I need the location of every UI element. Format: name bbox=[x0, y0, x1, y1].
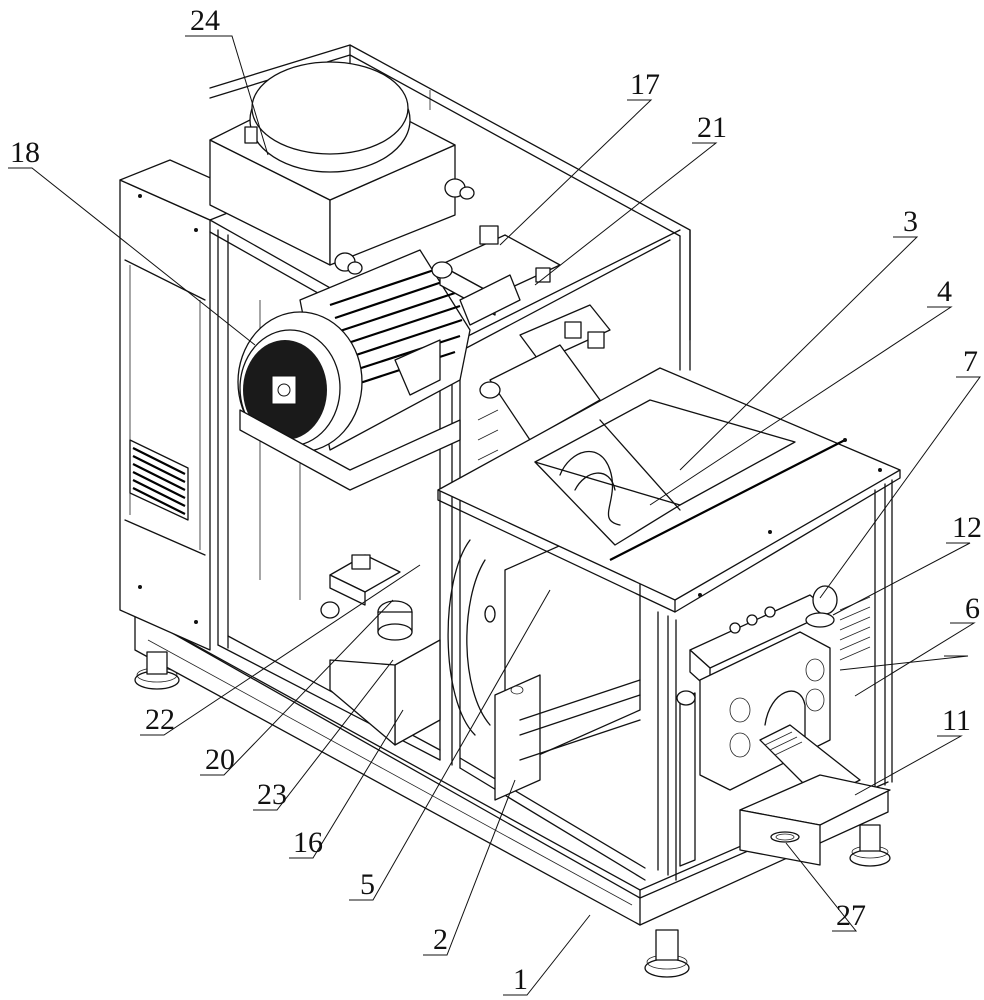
callout-2: 2 bbox=[433, 923, 448, 956]
screw-feeder-icon bbox=[559, 450, 621, 526]
hopper-plate bbox=[437, 367, 901, 613]
callout-7: 7 bbox=[963, 345, 978, 378]
callout-17: 17 bbox=[630, 68, 660, 101]
pump-assembly bbox=[320, 554, 441, 746]
callout-4: 4 bbox=[937, 275, 952, 308]
fitting-icon bbox=[444, 178, 475, 200]
callout-22: 22 bbox=[145, 703, 175, 736]
callout-23: 23 bbox=[257, 778, 287, 811]
callout-11: 11 bbox=[942, 704, 971, 737]
callout-labels: 24 18 17 21 3 4 7 12 6 11 22 20 23 16 5 … bbox=[10, 4, 982, 996]
foot-left bbox=[134, 651, 180, 690]
cooling-fins bbox=[329, 266, 463, 385]
callout-6: 6 bbox=[965, 592, 980, 625]
callout-21: 21 bbox=[697, 111, 727, 144]
leveling-feet bbox=[134, 651, 891, 978]
breather-icon bbox=[244, 126, 258, 144]
electrical-cabinet bbox=[119, 159, 261, 651]
foot-right bbox=[849, 824, 891, 867]
callout-12: 12 bbox=[952, 511, 982, 544]
callout-5: 5 bbox=[360, 868, 375, 901]
callout-16: 16 bbox=[293, 826, 323, 859]
foot-front bbox=[644, 929, 690, 978]
extrusion-head bbox=[676, 585, 891, 867]
callout-1: 1 bbox=[513, 963, 528, 996]
pipe-elbow-icon bbox=[805, 585, 838, 628]
front-frame bbox=[657, 479, 893, 881]
oil-reservoir bbox=[209, 61, 475, 275]
hydraulic-valves bbox=[431, 225, 611, 461]
callout-3: 3 bbox=[903, 205, 918, 238]
fitting-icon bbox=[334, 252, 363, 275]
callout-27: 27 bbox=[836, 899, 866, 932]
callout-20: 20 bbox=[205, 743, 235, 776]
drawer-handle-icon bbox=[770, 831, 800, 843]
callout-18: 18 bbox=[10, 136, 40, 169]
fan-guard-icon bbox=[243, 340, 327, 440]
vent-grille-icon bbox=[129, 439, 189, 521]
electric-motor bbox=[237, 249, 471, 491]
leader-12 bbox=[832, 542, 971, 616]
leader-lines bbox=[8, 35, 981, 996]
callout-24: 24 bbox=[190, 4, 220, 37]
